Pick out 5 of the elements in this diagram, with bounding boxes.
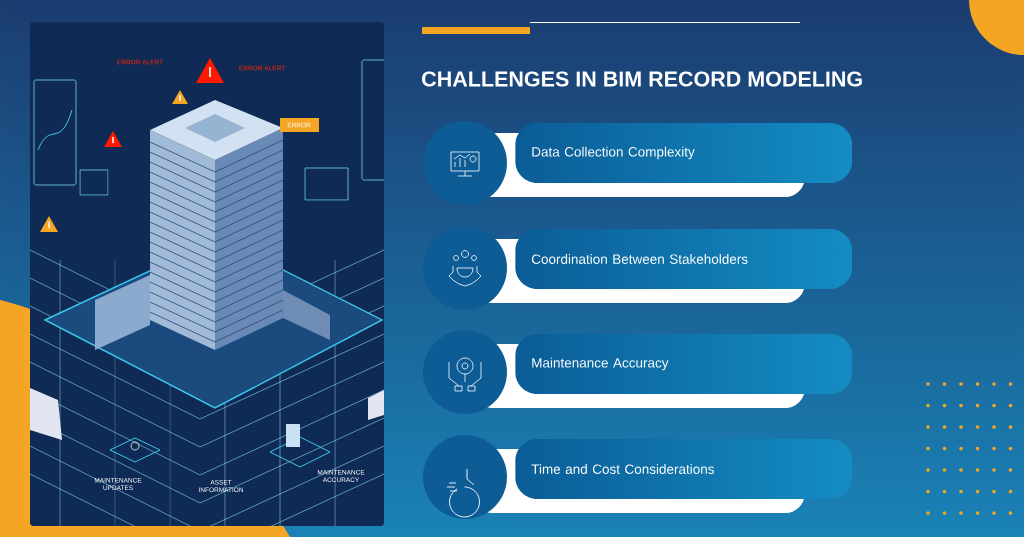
- challenge-banner: Coordination Between Stakeholders: [478, 229, 853, 303]
- challenge-banner: Data Collection Complexity: [478, 123, 853, 197]
- challenge-banner: Time and Cost Considerations: [478, 439, 853, 513]
- challenge-banner: Maintenance Accuracy: [478, 334, 853, 408]
- title: CHALLENGES IN BIM RECORD MODELING: [422, 71, 862, 87]
